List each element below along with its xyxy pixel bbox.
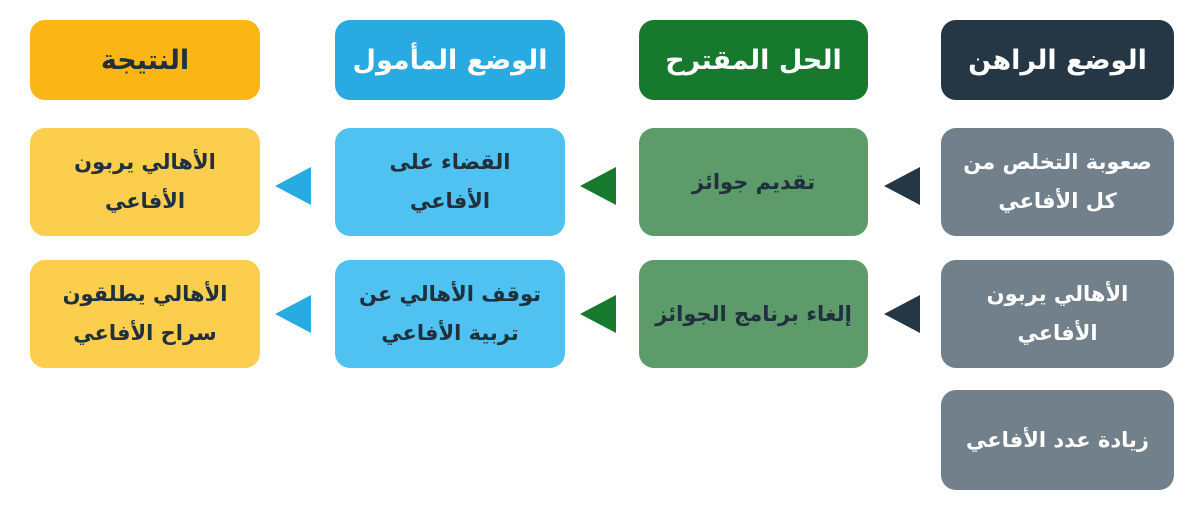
header-result: النتيجة (30, 20, 260, 100)
box-hoped-situation-1: القضاء على الأفاعي (335, 128, 565, 236)
arrow-solution-to-hoped-row1-icon (580, 167, 616, 205)
arrow-hoped-to-result-row1-icon (275, 167, 311, 205)
box-proposed-solution-2: إلغاء برنامج الجوائز (639, 260, 868, 368)
box-current-situation-2: الأهالي يربون الأفاعي (941, 260, 1174, 368)
header-hoped-situation: الوضع المأمول (335, 20, 565, 100)
header-proposed-solution: الحل المقترح (639, 20, 868, 100)
arrow-current-to-solution-row1-icon (884, 167, 920, 205)
arrow-solution-to-hoped-row2-icon (580, 295, 616, 333)
header-current-situation: الوضع الراهن (941, 20, 1174, 100)
arrow-current-to-solution-row2-icon (884, 295, 920, 333)
box-current-situation-3: زيادة عدد الأفاعي (941, 390, 1174, 490)
box-proposed-solution-1: تقديم جوائز (639, 128, 868, 236)
box-result-1: الأهالي يربون الأفاعي (30, 128, 260, 236)
box-hoped-situation-2: توقف الأهالي عن تربية الأفاعي (335, 260, 565, 368)
arrow-hoped-to-result-row2-icon (275, 295, 311, 333)
box-current-situation-1: صعوبة التخلص من كل الأفاعي (941, 128, 1174, 236)
box-result-2: الأهالي يطلقون سراح الأفاعي (30, 260, 260, 368)
